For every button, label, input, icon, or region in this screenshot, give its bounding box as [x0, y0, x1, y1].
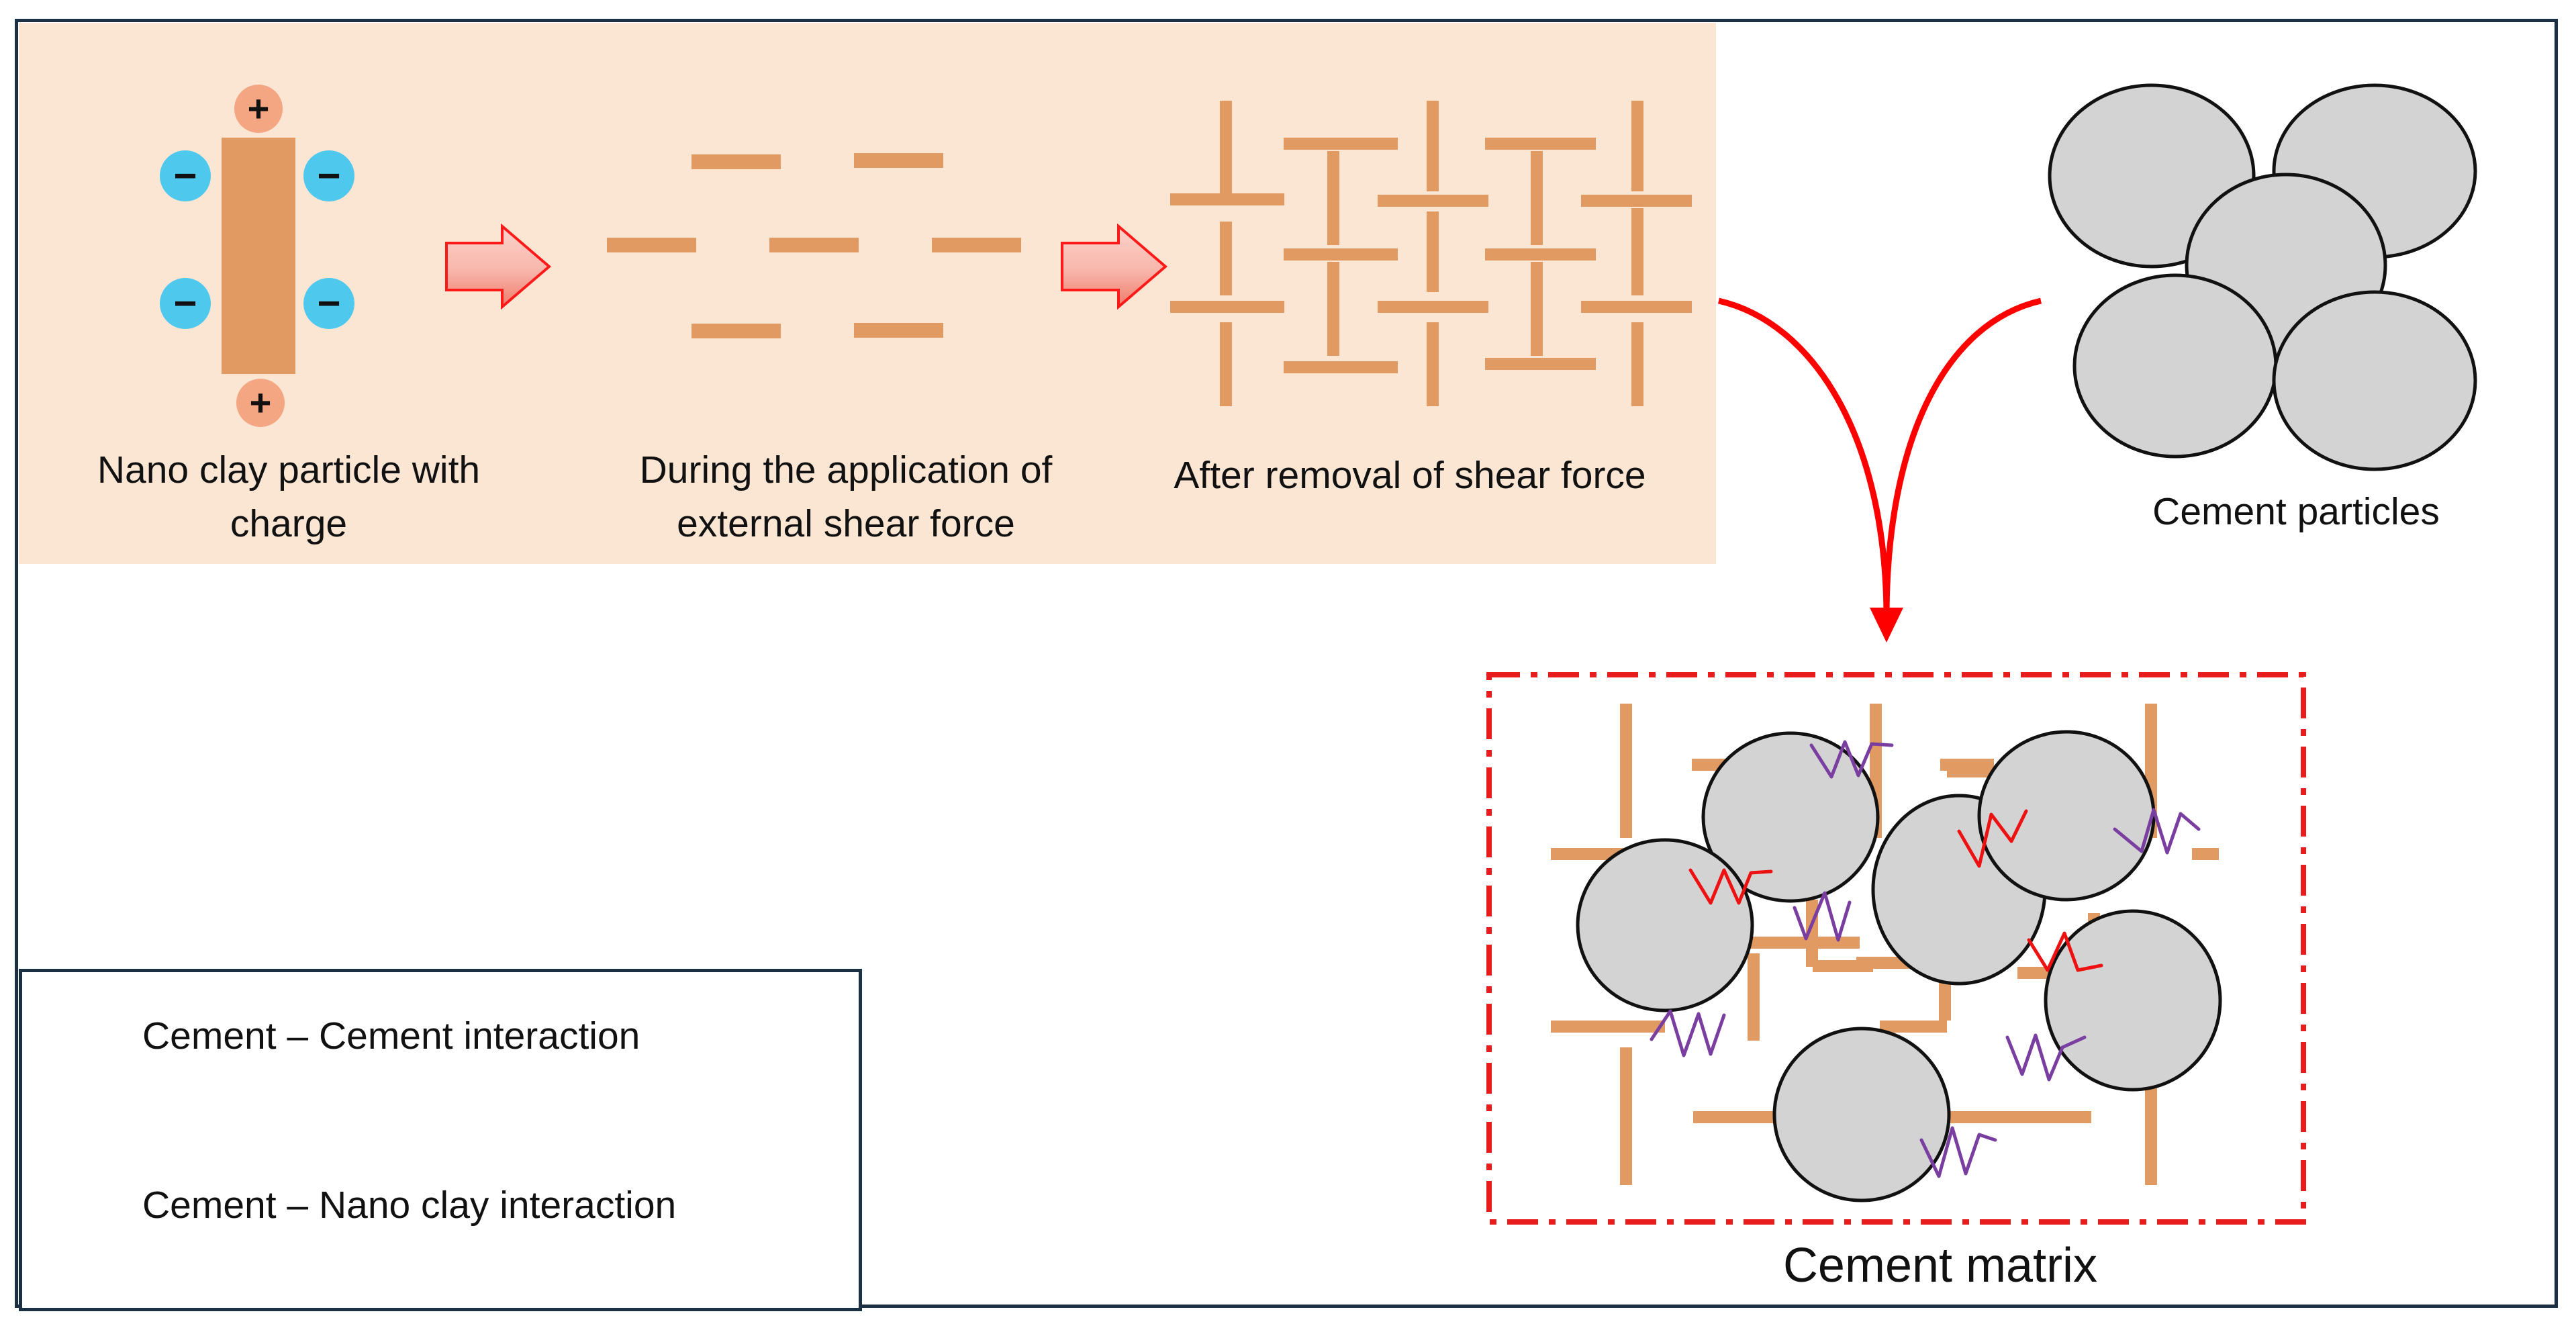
- cement-matrix-boundary: [1486, 672, 2306, 1225]
- legend: [19, 969, 862, 1311]
- process-arrow-2: [1061, 223, 1168, 310]
- svg-text:−: −: [173, 281, 197, 326]
- cement-particles-cluster: [2048, 83, 2477, 471]
- negative-charge-right-top: −: [303, 150, 354, 201]
- negative-charge-left-bottom: −: [160, 278, 211, 329]
- positive-charge-bottom: +: [236, 379, 285, 427]
- legend-cement-nanoclay: Cement – Nano clay interaction: [142, 1184, 677, 1227]
- matrix-cement-particles: [1576, 730, 2222, 1202]
- svg-text:+: +: [248, 87, 270, 130]
- outer-frame: [15, 19, 2558, 1308]
- positive-charge-top: +: [234, 85, 283, 133]
- cement-particles-label: Cement particles: [2152, 490, 2440, 533]
- nano-clay-particle: + + − − − −: [160, 85, 354, 427]
- negative-charge-right-bottom: −: [303, 278, 354, 329]
- merge-arrow-right: [1883, 297, 2042, 618]
- svg-text:+: +: [250, 381, 272, 424]
- clay-platelet: [222, 138, 295, 374]
- card-house-network: [1170, 101, 1692, 406]
- cement-matrix-label: Cement matrix: [1782, 1239, 2098, 1292]
- cement-nanoclay-interactions: [1650, 740, 2201, 1178]
- during-shear-label: During the application of external shear…: [639, 448, 1053, 545]
- cement-cement-interactions: [1688, 809, 2103, 972]
- svg-text:−: −: [317, 281, 340, 326]
- after-shear-label: After removal of shear force: [1174, 454, 1646, 497]
- negative-charge-left-top: −: [160, 150, 211, 201]
- merge-arrow-left: [1717, 297, 1890, 618]
- legend-cement-cement: Cement – Cement interaction: [142, 1014, 640, 1057]
- nano-clay-label: Nano clay particle with charge: [97, 448, 481, 545]
- dispersed-clay-platelets: [607, 153, 1021, 338]
- merge-arrowhead: [1870, 608, 1903, 643]
- svg-text:−: −: [317, 153, 340, 198]
- svg-text:−: −: [173, 153, 197, 198]
- process-arrow-1: [445, 223, 552, 310]
